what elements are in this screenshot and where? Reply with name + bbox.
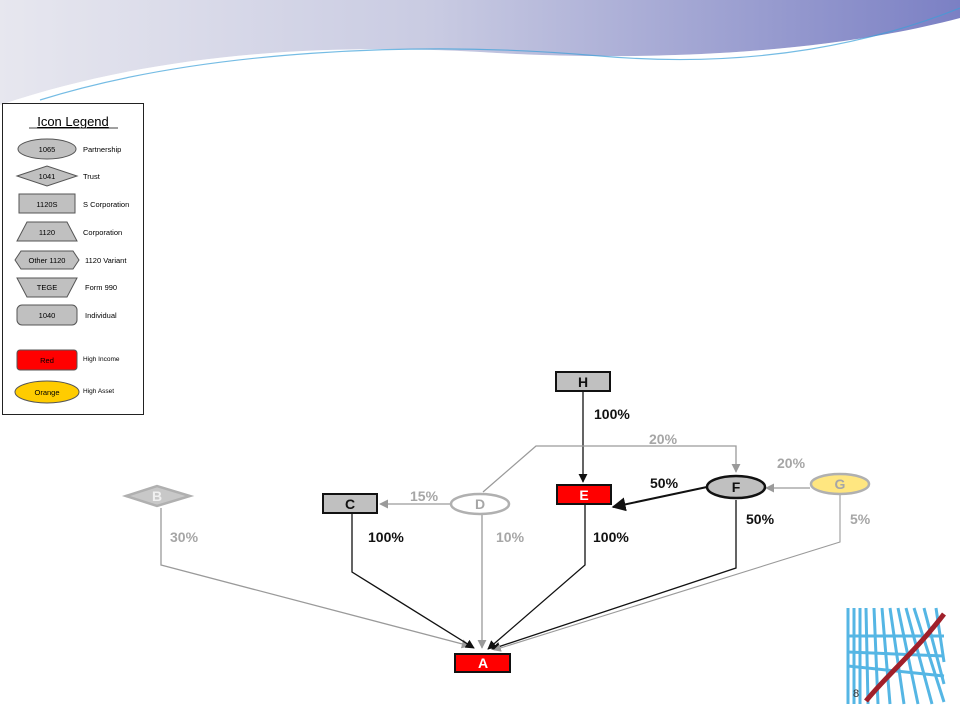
node-b[interactable]: B: [121, 484, 195, 508]
node-h[interactable]: H: [555, 371, 611, 392]
legend-1120-variant-label: 1120 Variant: [85, 256, 127, 265]
node-c[interactable]: C: [322, 493, 378, 514]
edge-d-to-f: [482, 445, 741, 493]
legend-high-income-code: Red: [40, 356, 54, 365]
edge-label-d-to-f: 20%: [649, 431, 678, 447]
node-g-label: G: [835, 476, 846, 492]
edge-label-d-to-c: 15%: [410, 488, 439, 504]
node-a[interactable]: A: [454, 653, 511, 673]
legend-high-asset-label: High Asset: [83, 388, 114, 395]
corner-logo: [846, 607, 946, 705]
icon-legend: Icon Legend 1065 Partnership 1041 Trust …: [2, 103, 144, 415]
header-banner: [0, 0, 960, 110]
edge-f-to-e: [611, 486, 708, 512]
legend-partnership-label: Partnership: [83, 145, 121, 154]
edge-label-d-to-a: 10%: [496, 529, 525, 545]
node-c-label: C: [345, 496, 355, 512]
edge-label-f-to-a: 50%: [746, 511, 775, 527]
node-e-label: E: [579, 487, 588, 503]
edge-e-to-a: [487, 505, 586, 650]
node-d-label: D: [475, 496, 485, 512]
legend-trust-code: 1041: [39, 172, 56, 181]
legend-individual-label: Individual: [85, 311, 117, 320]
edge-g-to-a: [493, 494, 841, 652]
legend-1120-variant-code: Other 1120: [29, 256, 66, 265]
legend-high-asset-code: Orange: [34, 388, 59, 397]
node-g[interactable]: G: [809, 472, 871, 496]
legend-form-990-code: TEGE: [37, 283, 57, 292]
legend-trust-shape: [15, 165, 79, 187]
edge-label-g-to-a: 5%: [850, 511, 871, 527]
edge-label-g-to-f: 20%: [777, 455, 806, 471]
node-f-label: F: [732, 479, 741, 495]
legend-high-asset-shape: [14, 380, 80, 404]
edge-label-e-to-a: 100%: [593, 529, 629, 545]
legend-high-income-shape: [16, 349, 78, 371]
edge-label-c-to-a: 100%: [368, 529, 404, 545]
edge-b-to-a: [160, 508, 471, 649]
page-number: 8: [852, 688, 860, 700]
edge-label-h-to-e: 100%: [594, 406, 630, 422]
legend-partnership-shape: [17, 138, 77, 160]
edge-f-to-a: [491, 500, 737, 651]
legend-title: Icon Legend: [37, 114, 109, 129]
legend-s-corporation-code: 1120S: [36, 200, 57, 209]
node-d[interactable]: D: [449, 492, 511, 516]
legend-corporation-label: Corporation: [83, 228, 122, 237]
legend-individual-code: 1040: [39, 311, 56, 320]
node-b-label: B: [152, 488, 162, 504]
legend-s-corporation-label: S Corporation: [83, 200, 129, 209]
legend-form-990-label: Form 990: [85, 283, 117, 292]
edge-label-f-to-e: 50%: [650, 475, 679, 491]
legend-corporation-shape: [16, 221, 78, 242]
legend-form-990-shape: [16, 277, 78, 298]
node-f[interactable]: F: [705, 474, 767, 500]
legend-individual-shape: [16, 304, 78, 326]
legend-trust-label: Trust: [83, 172, 101, 181]
node-a-label: A: [478, 655, 488, 671]
legend-corporation-code: 1120: [39, 228, 55, 237]
legend-high-income-label: High Income: [83, 356, 120, 363]
edge-label-b-to-a: 30%: [170, 529, 199, 545]
node-e[interactable]: E: [556, 484, 612, 505]
legend-1120-variant-shape: [14, 250, 80, 270]
legend-s-corporation-shape: [18, 193, 76, 214]
node-h-label: H: [578, 374, 588, 390]
legend-partnership-code: 1065: [39, 145, 56, 154]
edge-c-to-a: [351, 514, 475, 649]
